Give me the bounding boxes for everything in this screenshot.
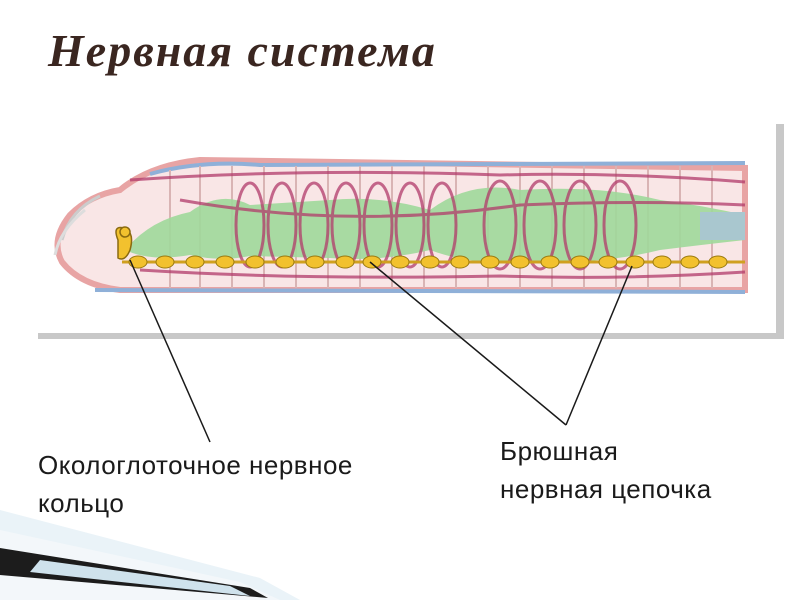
pharyngeal-ring-label-line1: Окологлоточное нервное [38,446,418,484]
ventral-chain-label: Брюшная нервная цепочка [500,432,780,508]
ventral-chain-label-line2: нервная цепочка [500,470,780,508]
decorative-stripes [0,510,300,600]
ventral-chain-label-line1: Брюшная [500,432,780,470]
worm-body [55,160,745,292]
pharyngeal-ring-label-line2: кольцо [38,484,418,522]
pharyngeal-ring-label: Окологлоточное нервное кольцо [38,446,418,522]
